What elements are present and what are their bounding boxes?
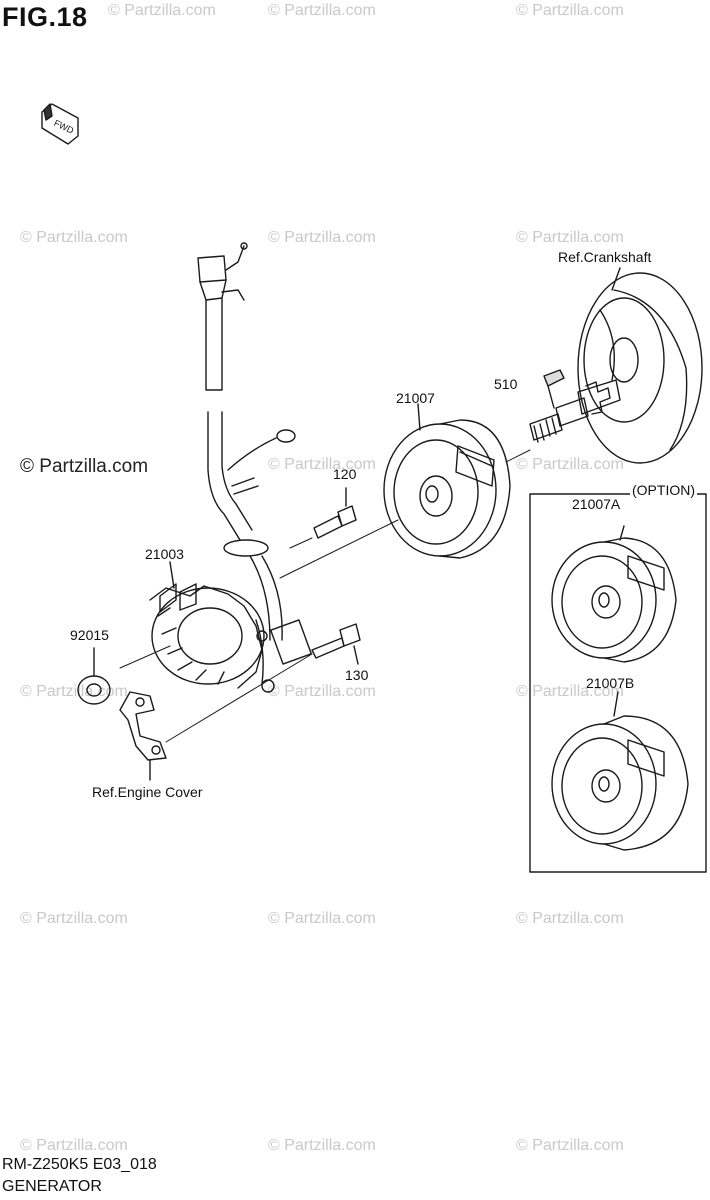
label-part-510: 510 (494, 376, 518, 392)
watermark: © Partzilla.com (108, 2, 216, 19)
bolt-120-drawing (313, 487, 357, 539)
watermark: © Partzilla.com (516, 229, 624, 246)
label-ref-engine-cover: Ref.Engine Cover (92, 784, 203, 800)
flywheel-21007b-drawing (551, 691, 689, 851)
watermark: © Partzilla.com (516, 683, 624, 700)
watermark-main: © Partzilla.com (20, 456, 149, 477)
crankshaft-ref-drawing (529, 272, 703, 464)
watermark: © Partzilla.com (20, 1137, 128, 1154)
flywheel-21007a-drawing (551, 525, 677, 663)
label-part-21007a: 21007A (572, 496, 621, 512)
watermark: © Partzilla.com (268, 683, 376, 700)
flywheel-21007-drawing (383, 419, 511, 559)
watermark: © Partzilla.com (268, 1137, 376, 1154)
watermark: © Partzilla.com (268, 229, 376, 246)
watermark: © Partzilla.com (20, 910, 128, 927)
label-option: (OPTION) (630, 482, 697, 498)
label-part-21007: 21007 (396, 390, 435, 406)
stator-21003-drawing (149, 583, 312, 693)
watermark: © Partzilla.com (516, 2, 624, 19)
label-part-130: 130 (345, 667, 369, 683)
clamp-plate-drawing (119, 691, 167, 781)
fwd-arrow-icon: FWD (41, 103, 79, 145)
assembly-lines (119, 449, 531, 743)
model-code: RM-Z250K5 E03_018 (2, 1156, 157, 1173)
label-ref-crankshaft: Ref.Crankshaft (558, 249, 652, 265)
label-part-21003: 21003 (145, 546, 184, 562)
grommet-92015-drawing (77, 647, 111, 705)
key-510-drawing (543, 369, 565, 409)
option-box (529, 493, 707, 873)
section-name: GENERATOR (2, 1178, 102, 1195)
label-part-21007b: 21007B (586, 675, 635, 691)
figure-title: FIG.18 (2, 2, 88, 32)
wire-harness-drawing (197, 242, 296, 641)
watermark: © Partzilla.com (516, 910, 624, 927)
watermark: © Partzilla.com (20, 229, 128, 246)
watermark: © Partzilla.com (516, 456, 624, 473)
label-part-120: 120 (333, 466, 357, 482)
label-part-92015: 92015 (70, 627, 109, 643)
bolt-130-drawing (311, 623, 361, 665)
watermark: © Partzilla.com (516, 1137, 624, 1154)
watermark: © Partzilla.com (268, 456, 376, 473)
watermark: © Partzilla.com (268, 910, 376, 927)
watermark: © Partzilla.com (268, 2, 376, 19)
